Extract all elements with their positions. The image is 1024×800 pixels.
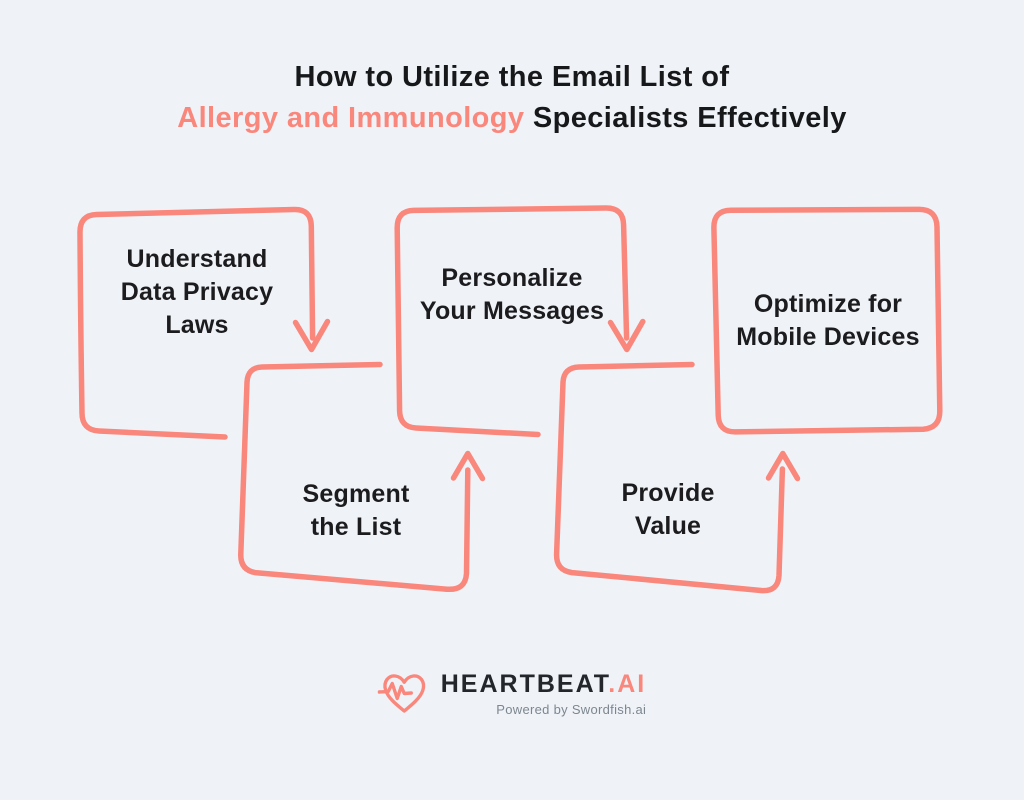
title-line-1: How to Utilize the Email List of [294, 61, 730, 93]
brand-tagline: Powered by Swordfish.ai [496, 701, 647, 717]
step-2-box-outline [238, 361, 471, 593]
page-title: How to Utilize the Email List of Allergy… [0, 57, 1024, 139]
step-1-label: Understand Data Privacy Laws [120, 245, 274, 339]
step-3-label: Personalize Your Messages [419, 264, 605, 325]
step-4-label: Provide Value [621, 479, 715, 540]
title-highlight: Allergy and Immunology [177, 102, 525, 134]
step-5-label: Optimize for Mobile Devices [736, 290, 920, 351]
title-line-2-rest: Specialists Effectively [524, 102, 847, 134]
step-1-box-outline [77, 206, 316, 440]
step-5-box-outline [711, 206, 943, 435]
arrow-1-to-2-head [292, 318, 331, 353]
arrow-4-to-5-head [765, 450, 801, 482]
heartbeat-logo: HEARTBEAT.AI Powered by Swordfish.ai [377, 668, 647, 718]
step-2-label: Segment the List [302, 480, 410, 541]
brand-wordmark: HEARTBEAT.AI [441, 670, 647, 699]
arrow-3-to-4-head [607, 318, 646, 353]
brand-suffix: .AI [608, 669, 647, 698]
step-3-box-outline [394, 205, 630, 438]
brand-main: HEARTBEAT [440, 669, 609, 698]
title-line-2: Allergy and Immunology Specialists Effec… [0, 98, 1024, 139]
step-4-box-outline [553, 361, 786, 594]
arrow-2-to-3-head [450, 450, 486, 482]
heart-ekg-icon [377, 674, 426, 713]
